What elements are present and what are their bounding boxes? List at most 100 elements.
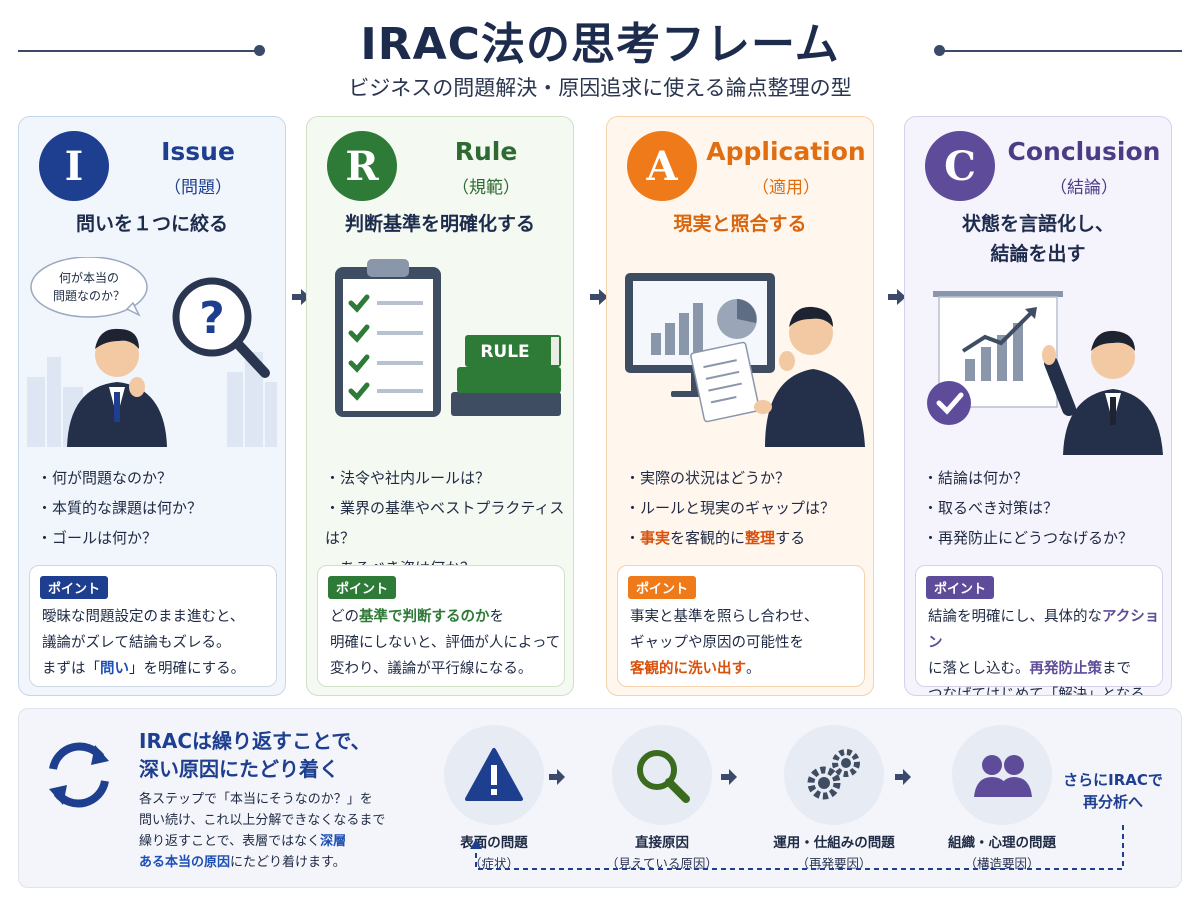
issue-name: Issue (161, 137, 235, 166)
step-label: 運用・仕組みの問題 (773, 835, 895, 851)
application-tagline: 現実と照合する (673, 213, 807, 235)
card-conclusion: C Conclusion （結論） 状態を言語化し、結論を出す 結論は何か？ 取… (904, 116, 1172, 696)
point-line: 議論がズレて結論もズレる。 (42, 635, 231, 651)
point-line: 変わり、議論が平行線になる。 (330, 661, 533, 677)
list-item: 業界の基準やベストプラクティスは？ (325, 493, 573, 553)
speech-bubble-icon: 何が本当の 問題なのか？ (30, 257, 148, 318)
title-rule-dot-right (934, 45, 945, 56)
list-item: ルールと現実のギャップは？ (625, 493, 873, 523)
point-line: まずは「問い」を明確にする。 (42, 661, 246, 677)
flow-arrow-icon (590, 289, 608, 305)
card-rule: R Rule （規範） 判断基準を明確化する RULE 法令や社内ルールは？ (306, 116, 574, 696)
point-label: ポイント (628, 576, 697, 599)
point-line: 結論を明確にし、具体的なアクション (928, 609, 1160, 651)
conclusion-jp: （結論） (1050, 178, 1118, 198)
step-sub: （構造要因） (964, 856, 1040, 871)
application-letter-badge: A (627, 131, 697, 201)
issue-jp: （問題） (164, 178, 232, 198)
conclusion-tagline: 状態を言語化し、結論を出す (961, 213, 1114, 265)
step-label: 組織・心理の問題 (948, 835, 1056, 851)
application-bullets: 実際の状況はどうか？ ルールと現実のギャップは？ 事実を客観的に整理する (625, 463, 873, 553)
gears-icon (807, 749, 860, 800)
flow-arrow-icon (292, 289, 310, 305)
step-surface-problem: 表面の問題 （症状） (419, 725, 569, 872)
list-item: 本質的な課題は何か？ (37, 493, 285, 523)
issue-point-text: 曖昧な問題設定のまま進むと、 議論がズレて結論もズレる。 まずは「問い」を明確に… (42, 604, 274, 682)
issue-illustration: 何が本当の 問題なのか？ ? (27, 257, 277, 447)
header: IRAC法の思考フレーム ビジネスの問題解決・原因追求に使える論点整理の型 (0, 0, 1200, 112)
svg-text:?: ? (199, 293, 225, 344)
list-item: 実際の状況はどうか？ (625, 463, 873, 493)
step-operation-problem: 運用・仕組みの問題 （再発要因） (759, 725, 909, 872)
iteration-description: 各ステップで「本当にそうなのか？」を 問い続け、これ以上分解できなくなるまで 繰… (139, 792, 386, 870)
list-item: 再発防止にどうつなげるか？ (923, 523, 1171, 553)
iteration-heading: IRACは繰り返すことで、 深い原因にたどり着く (139, 729, 371, 781)
step-arrow-icon (895, 769, 911, 785)
step-label: 表面の問題 (460, 835, 528, 851)
rule-jp: （規範） (452, 178, 520, 198)
magnifier-icon (637, 750, 690, 803)
page-subtitle: ビジネスの問題解決・原因追求に使える論点整理の型 (348, 76, 852, 100)
check-circle-icon (927, 381, 971, 425)
rule-point-box: ポイント どの基準で判断するのかを 明確にしないと、評価が人によって 変わり、議… (317, 565, 565, 687)
step-arrow-icon (549, 769, 565, 785)
rule-books-icon: RULE (451, 335, 561, 416)
title-rule-dot-left (254, 45, 265, 56)
book-label: RULE (480, 342, 529, 362)
step-direct-cause: 直接原因 （見えている原因） (587, 725, 737, 872)
point-line: に落とし込む。再発防止策まで (928, 661, 1131, 677)
conclusion-point-box: ポイント 結論を明確にし、具体的なアクション に落とし込む。再発防止策まで つな… (915, 565, 1163, 695)
rule-name: Rule (454, 137, 518, 166)
point-label: ポイント (926, 576, 995, 599)
point-label: ポイント (40, 576, 109, 599)
conclusion-bullets: 結論は何か？ 取るべき対策は？ 再発防止にどうつなげるか？ (923, 463, 1171, 553)
report-sheet-icon (690, 341, 760, 423)
step-sub: （症状） (468, 856, 519, 871)
reanalyze-label: さらにIRACで 再分析へ (1063, 771, 1163, 811)
card-application: A Application （適用） 現実と照合する 実際の状況はどうか？ ルー… (606, 116, 874, 696)
issue-tagline: 問いを１つに絞る (75, 213, 228, 235)
thinking-man-icon (67, 328, 167, 447)
bubble-line-2: 問題なのか？ (53, 289, 125, 303)
presenter-man-icon (1042, 330, 1163, 455)
point-line: 曖昧な問題設定のまま進むと、 (42, 609, 245, 625)
cycle-arrows-icon (49, 742, 109, 808)
step-sub: （再発要因） (796, 856, 872, 871)
bubble-line-1: 何が本当の (59, 270, 119, 285)
step-label: 直接原因 (635, 835, 689, 851)
conclusion-point-text: 結論を明確にし、具体的なアクション に落とし込む。再発防止策まで つなげてはじめ… (928, 604, 1160, 696)
point-line: ギャップや原因の可能性を (630, 635, 804, 651)
magnifier-question-icon: ? (172, 277, 270, 378)
conclusion-illustration (927, 291, 1163, 455)
list-item: 取るべき対策は？ (923, 493, 1171, 523)
title-rule-right (944, 50, 1182, 52)
point-line: つなげてはじめて「解決」となる。 (928, 687, 1160, 696)
point-line: 明確にしないと、評価が人によって (330, 635, 561, 651)
flow-arrow-icon (888, 289, 906, 305)
clipboard-checklist-icon (335, 259, 441, 417)
list-item: 何が問題なのか？ (37, 463, 285, 493)
people-icon (974, 755, 1032, 797)
rule-tagline: 判断基準を明確化する (344, 213, 535, 235)
application-point-box: ポイント 事実と基準を照らし合わせ、 ギャップや原因の可能性を 客観的に洗い出す… (617, 565, 865, 687)
analyst-man-icon (754, 306, 865, 447)
page-title: IRAC法の思考フレーム (360, 19, 840, 70)
point-line: 客観的に洗い出す。 (630, 661, 761, 677)
card-issue: I Issue （問題） 問いを１つに絞る 何が本当の 問題なのか？ ? (18, 116, 286, 696)
point-label: ポイント (328, 576, 397, 599)
rule-illustration: RULE (335, 259, 561, 417)
list-item: 法令や社内ルールは？ (325, 463, 573, 493)
step-sub: （見えている原因） (606, 856, 718, 871)
warning-icon (465, 748, 523, 801)
iteration-panel: IRACは繰り返すことで、 深い原因にたどり着く 各ステップで「本当にそうなのか… (18, 708, 1182, 888)
rule-point-text: どの基準で判断するのかを 明確にしないと、評価が人によって 変わり、議論が平行線… (330, 604, 562, 682)
point-line: 事実と基準を照らし合わせ、 (630, 609, 819, 625)
issue-letter-badge: I (39, 131, 109, 201)
list-item: ゴールは何か？ (37, 523, 285, 553)
issue-point-box: ポイント 曖昧な問題設定のまま進むと、 議論がズレて結論もズレる。 まずは「問い… (29, 565, 277, 687)
title-rule-left (18, 50, 258, 52)
application-name: Application (706, 137, 866, 166)
step-arrow-icon (721, 769, 737, 785)
rule-bullets: 法令や社内ルールは？ 業界の基準やベストプラクティスは？ あるべき姿は何か？ (325, 463, 573, 583)
list-item: 結論は何か？ (923, 463, 1171, 493)
